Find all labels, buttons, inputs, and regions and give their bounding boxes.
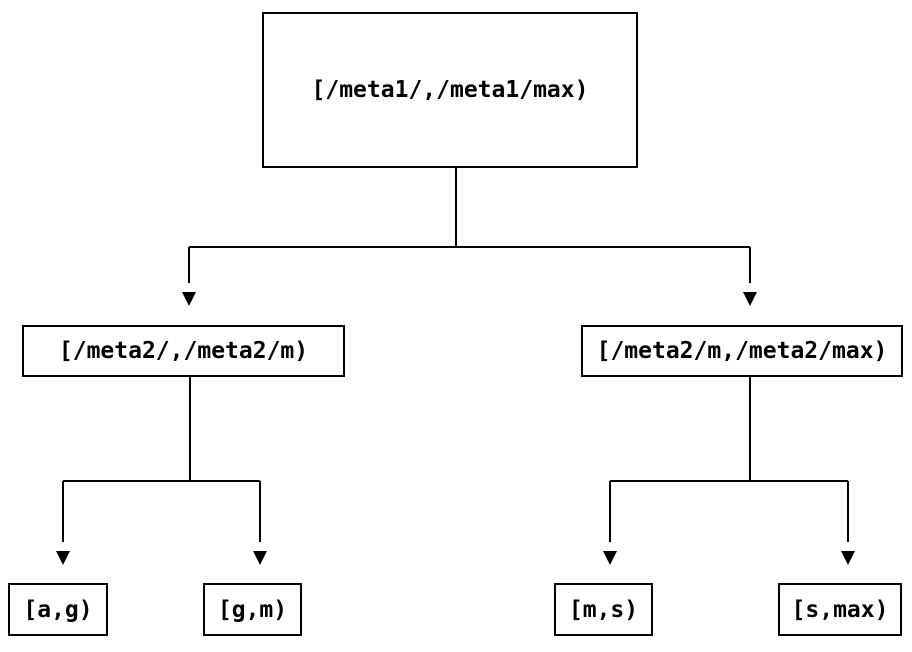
node-label: [m,s) — [568, 596, 639, 623]
tree-leaf-ag: [a,g) — [8, 583, 108, 636]
node-label: [/meta1/,/meta1/max) — [311, 77, 589, 103]
arrow-down-icon — [603, 551, 617, 565]
tree-node-right: [/meta2/m,/meta2/max) — [581, 325, 903, 377]
connector-root-children — [188, 168, 751, 283]
tree-leaf-ms: [m,s) — [554, 583, 653, 636]
node-label: [g,m) — [217, 596, 288, 623]
node-label: [a,g) — [23, 596, 93, 623]
arrow-down-icon — [182, 292, 196, 306]
node-label: [s,max) — [791, 596, 889, 623]
tree-node-root: [/meta1/,/meta1/max) — [262, 12, 638, 168]
tree-leaf-smax: [s,max) — [778, 583, 902, 636]
node-label: [/meta2/m,/meta2/max) — [596, 338, 888, 364]
tree-leaf-gm: [g,m) — [203, 583, 302, 636]
node-label: [/meta2/,/meta2/m) — [58, 338, 309, 364]
connector-right-children — [609, 377, 849, 542]
connector-left-children — [62, 377, 261, 542]
arrow-down-icon — [253, 551, 267, 565]
arrow-down-icon — [743, 292, 757, 306]
tree-node-left: [/meta2/,/meta2/m) — [22, 325, 345, 377]
arrow-down-icon — [841, 551, 855, 565]
arrow-down-icon — [56, 551, 70, 565]
